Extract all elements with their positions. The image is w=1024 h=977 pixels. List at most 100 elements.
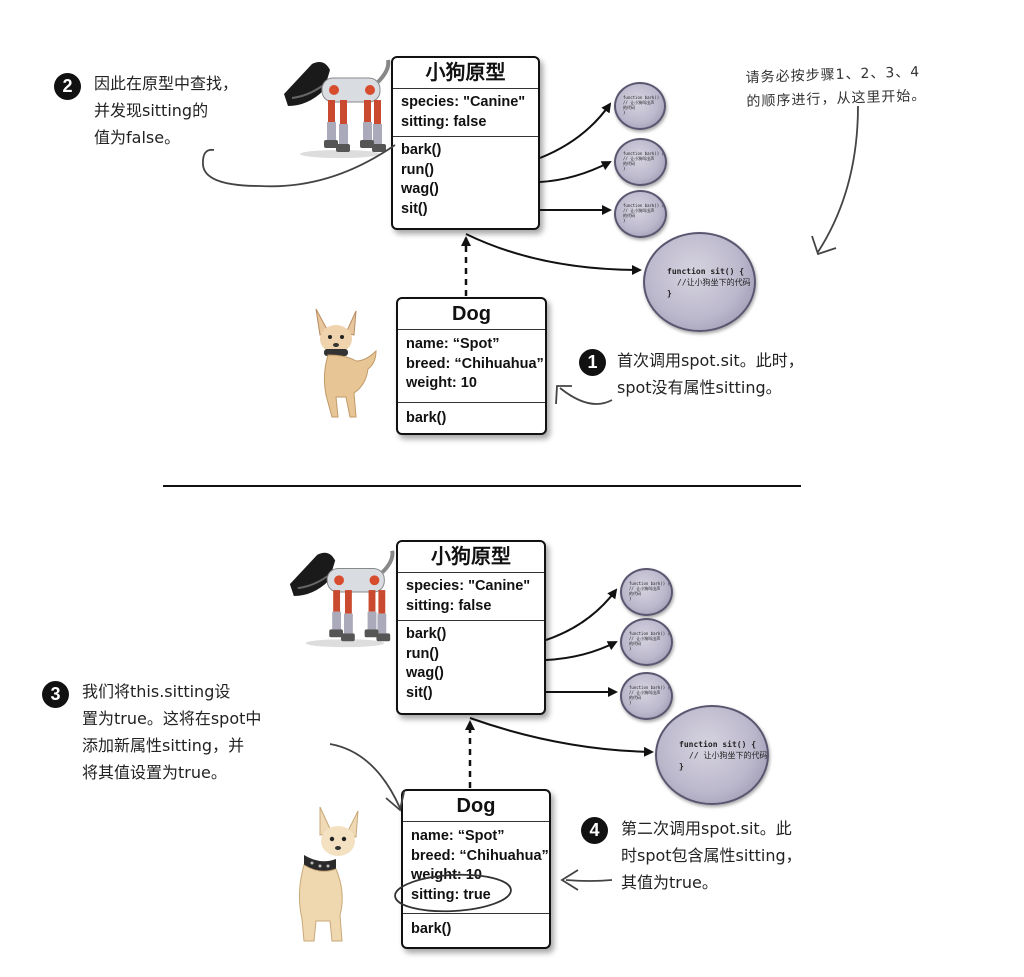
step-2-badge: 2 (54, 73, 81, 100)
function-code-line: 的代码 (629, 641, 641, 646)
step-1-arrow (559, 387, 613, 405)
function-code-line: //让小狗坐下的代码 (677, 278, 751, 287)
step-1-note: 首次调用spot.sit。此时， spot没有属性sitting。 (617, 347, 877, 401)
dog-property-weight: weight: 10 (406, 375, 477, 391)
step-3-line: 我们将this.sitting设 (82, 682, 231, 701)
dog-property-breed: breed: “Chihuahua” (406, 355, 544, 372)
function-code-line: // 让小狗叫出声 (629, 586, 661, 591)
prototype-title: 小狗原型 (398, 542, 544, 573)
dog-property-breed: breed: “Chihuahua” (411, 847, 549, 864)
function-code-line: function sit() { (679, 740, 757, 749)
function-code-line: function bark() { (629, 685, 670, 690)
function-code-line: 的代码 (629, 695, 641, 700)
function-code-line: // 让小狗叫出声 (623, 156, 655, 161)
function-code-line: } (629, 700, 632, 705)
sit-function-circle: function sit() { // 让小狗坐下的代码 } (655, 705, 769, 805)
function-code-line: 的代码 (623, 105, 635, 110)
run-function-circle: function bark() { // 让小狗叫出声 的代码 } (614, 138, 667, 186)
function-code-line: 的代码 (629, 591, 641, 596)
prototype-property-species: species: "Canine" (401, 94, 526, 110)
dog-box: Dog name: “Spot” breed: “Chihuahua” weig… (396, 297, 547, 435)
function-code-line: // 让小狗叫出声 (623, 208, 655, 213)
step-3-badge: 3 (42, 681, 69, 708)
function-code-line: // 让小狗叫出声 (629, 636, 661, 641)
step-1-line: 首次调用spot.sit。此时， (617, 351, 804, 370)
step-3-line: 置为true。这将在spot中 (82, 709, 262, 728)
function-code-line: function bark() { (629, 581, 670, 586)
step-3-note: 我们将this.sitting设 置为true。这将在spot中 添加新属性si… (82, 678, 352, 786)
bark-function-circle: function bark() { // 让小狗叫出声 的代码 } (620, 568, 673, 616)
function-code-line: } (629, 596, 632, 601)
arrow-bark (545, 588, 618, 641)
function-code-line: function bark() { (629, 631, 670, 636)
dog-method-bark: bark() (411, 921, 452, 937)
function-code-line: } (629, 646, 632, 651)
step-2-note: 因此在原型中查找， 并发现sitting的 值为false。 (94, 70, 304, 151)
dog-box: Dog name: “Spot” breed: “Chihuahua” weig… (401, 789, 551, 949)
prototype-property-species: species: "Canine" (406, 578, 531, 594)
prototype-property-sitting: sitting: false (401, 113, 487, 130)
dog-title: Dog (403, 791, 549, 822)
bark-function-circle: function bark() { // 让小狗叫出声 的代码 } (614, 82, 666, 130)
step-2-line: 值为false。 (94, 128, 181, 147)
function-code-line: // 让小狗叫出声 (629, 690, 661, 695)
arrow-bark (539, 102, 612, 159)
step-4-arrow (565, 879, 613, 882)
wag-function-circle: function bark() { // 让小狗叫出声 的代码 } (614, 190, 667, 238)
prototype-method-bark: bark() (406, 626, 447, 642)
step-4-note: 第二次调用spot.sit。此 时spot包含属性sitting， 其值为tru… (621, 815, 891, 896)
prototype-method-bark: bark() (401, 142, 442, 158)
function-code-line: } (679, 762, 684, 771)
prototype-method-wag: wag() (406, 665, 444, 681)
dog-property-name: name: “Spot” (411, 828, 505, 844)
section-divider (163, 485, 801, 487)
function-code-line: function sit() { (667, 267, 745, 276)
function-code-line: 的代码 (623, 161, 635, 166)
step-4-badge: 4 (581, 817, 608, 844)
dog-property-sitting: sitting: true (411, 886, 491, 903)
chihuahua-image (298, 806, 359, 942)
arrow-sit (469, 717, 654, 757)
step-3-line: 将其值设置为true。 (82, 763, 227, 782)
wag-function-circle: function bark() { // 让小狗叫出声 的代码 } (620, 672, 673, 720)
prototype-box: 小狗原型 species: "Canine" sitting: false ba… (391, 56, 540, 230)
step-1-badge: 1 (579, 349, 606, 376)
dog-property-name: name: “Spot” (406, 336, 500, 352)
prototype-title: 小狗原型 (393, 58, 538, 89)
prototype-box: 小狗原型 species: "Canine" sitting: false ba… (396, 540, 546, 715)
instruction-arrow (817, 105, 859, 253)
function-code-line: function bark() { (623, 203, 664, 208)
function-code-line: } (623, 166, 626, 171)
prototype-property-sitting: sitting: false (406, 597, 492, 614)
function-code-line: } (623, 110, 626, 115)
function-code-line: function bark() { (623, 151, 664, 156)
function-code-line: // 让小狗坐下的代码 (689, 751, 768, 760)
prototype-method-run: run() (406, 645, 440, 662)
prototype-method-sit: sit() (401, 200, 428, 217)
step-1-line: spot没有属性sitting。 (617, 378, 782, 397)
function-code-line: function bark() { (623, 95, 664, 100)
function-code-line: // 让小狗叫出声 (623, 100, 655, 105)
dog-title: Dog (398, 299, 545, 330)
function-code-line: 的代码 (623, 213, 635, 218)
arrow-run (539, 161, 612, 183)
dog-method-bark: bark() (406, 409, 447, 426)
step-4-line: 其值为true。 (621, 873, 718, 892)
chihuahua-image (315, 308, 377, 418)
step-4-line: 时spot包含属性sitting， (621, 846, 802, 865)
function-code-line: } (623, 218, 626, 223)
step-4-line: 第二次调用spot.sit。此 (621, 819, 792, 838)
prototype-method-run: run() (401, 161, 435, 178)
robot-dog-image (289, 550, 395, 648)
prototype-method-sit: sit() (406, 684, 433, 701)
prototype-method-wag: wag() (401, 181, 439, 197)
arrow-sit (465, 233, 642, 275)
instruction-handwritten-note: 请务必按步骤1、2、3、4 的顺序进行，从这里开始。 (745, 58, 987, 114)
arrow-run (545, 641, 618, 661)
step-3-line: 添加新属性sitting，并 (82, 736, 245, 755)
dog-property-weight: weight: 10 (411, 867, 482, 883)
step-2-line: 并发现sitting的 (94, 101, 209, 120)
sit-function-circle: function sit() { //让小狗坐下的代码 } (643, 232, 756, 332)
step-2-line: 因此在原型中查找， (94, 74, 239, 93)
run-function-circle: function bark() { // 让小狗叫出声 的代码 } (620, 618, 673, 666)
